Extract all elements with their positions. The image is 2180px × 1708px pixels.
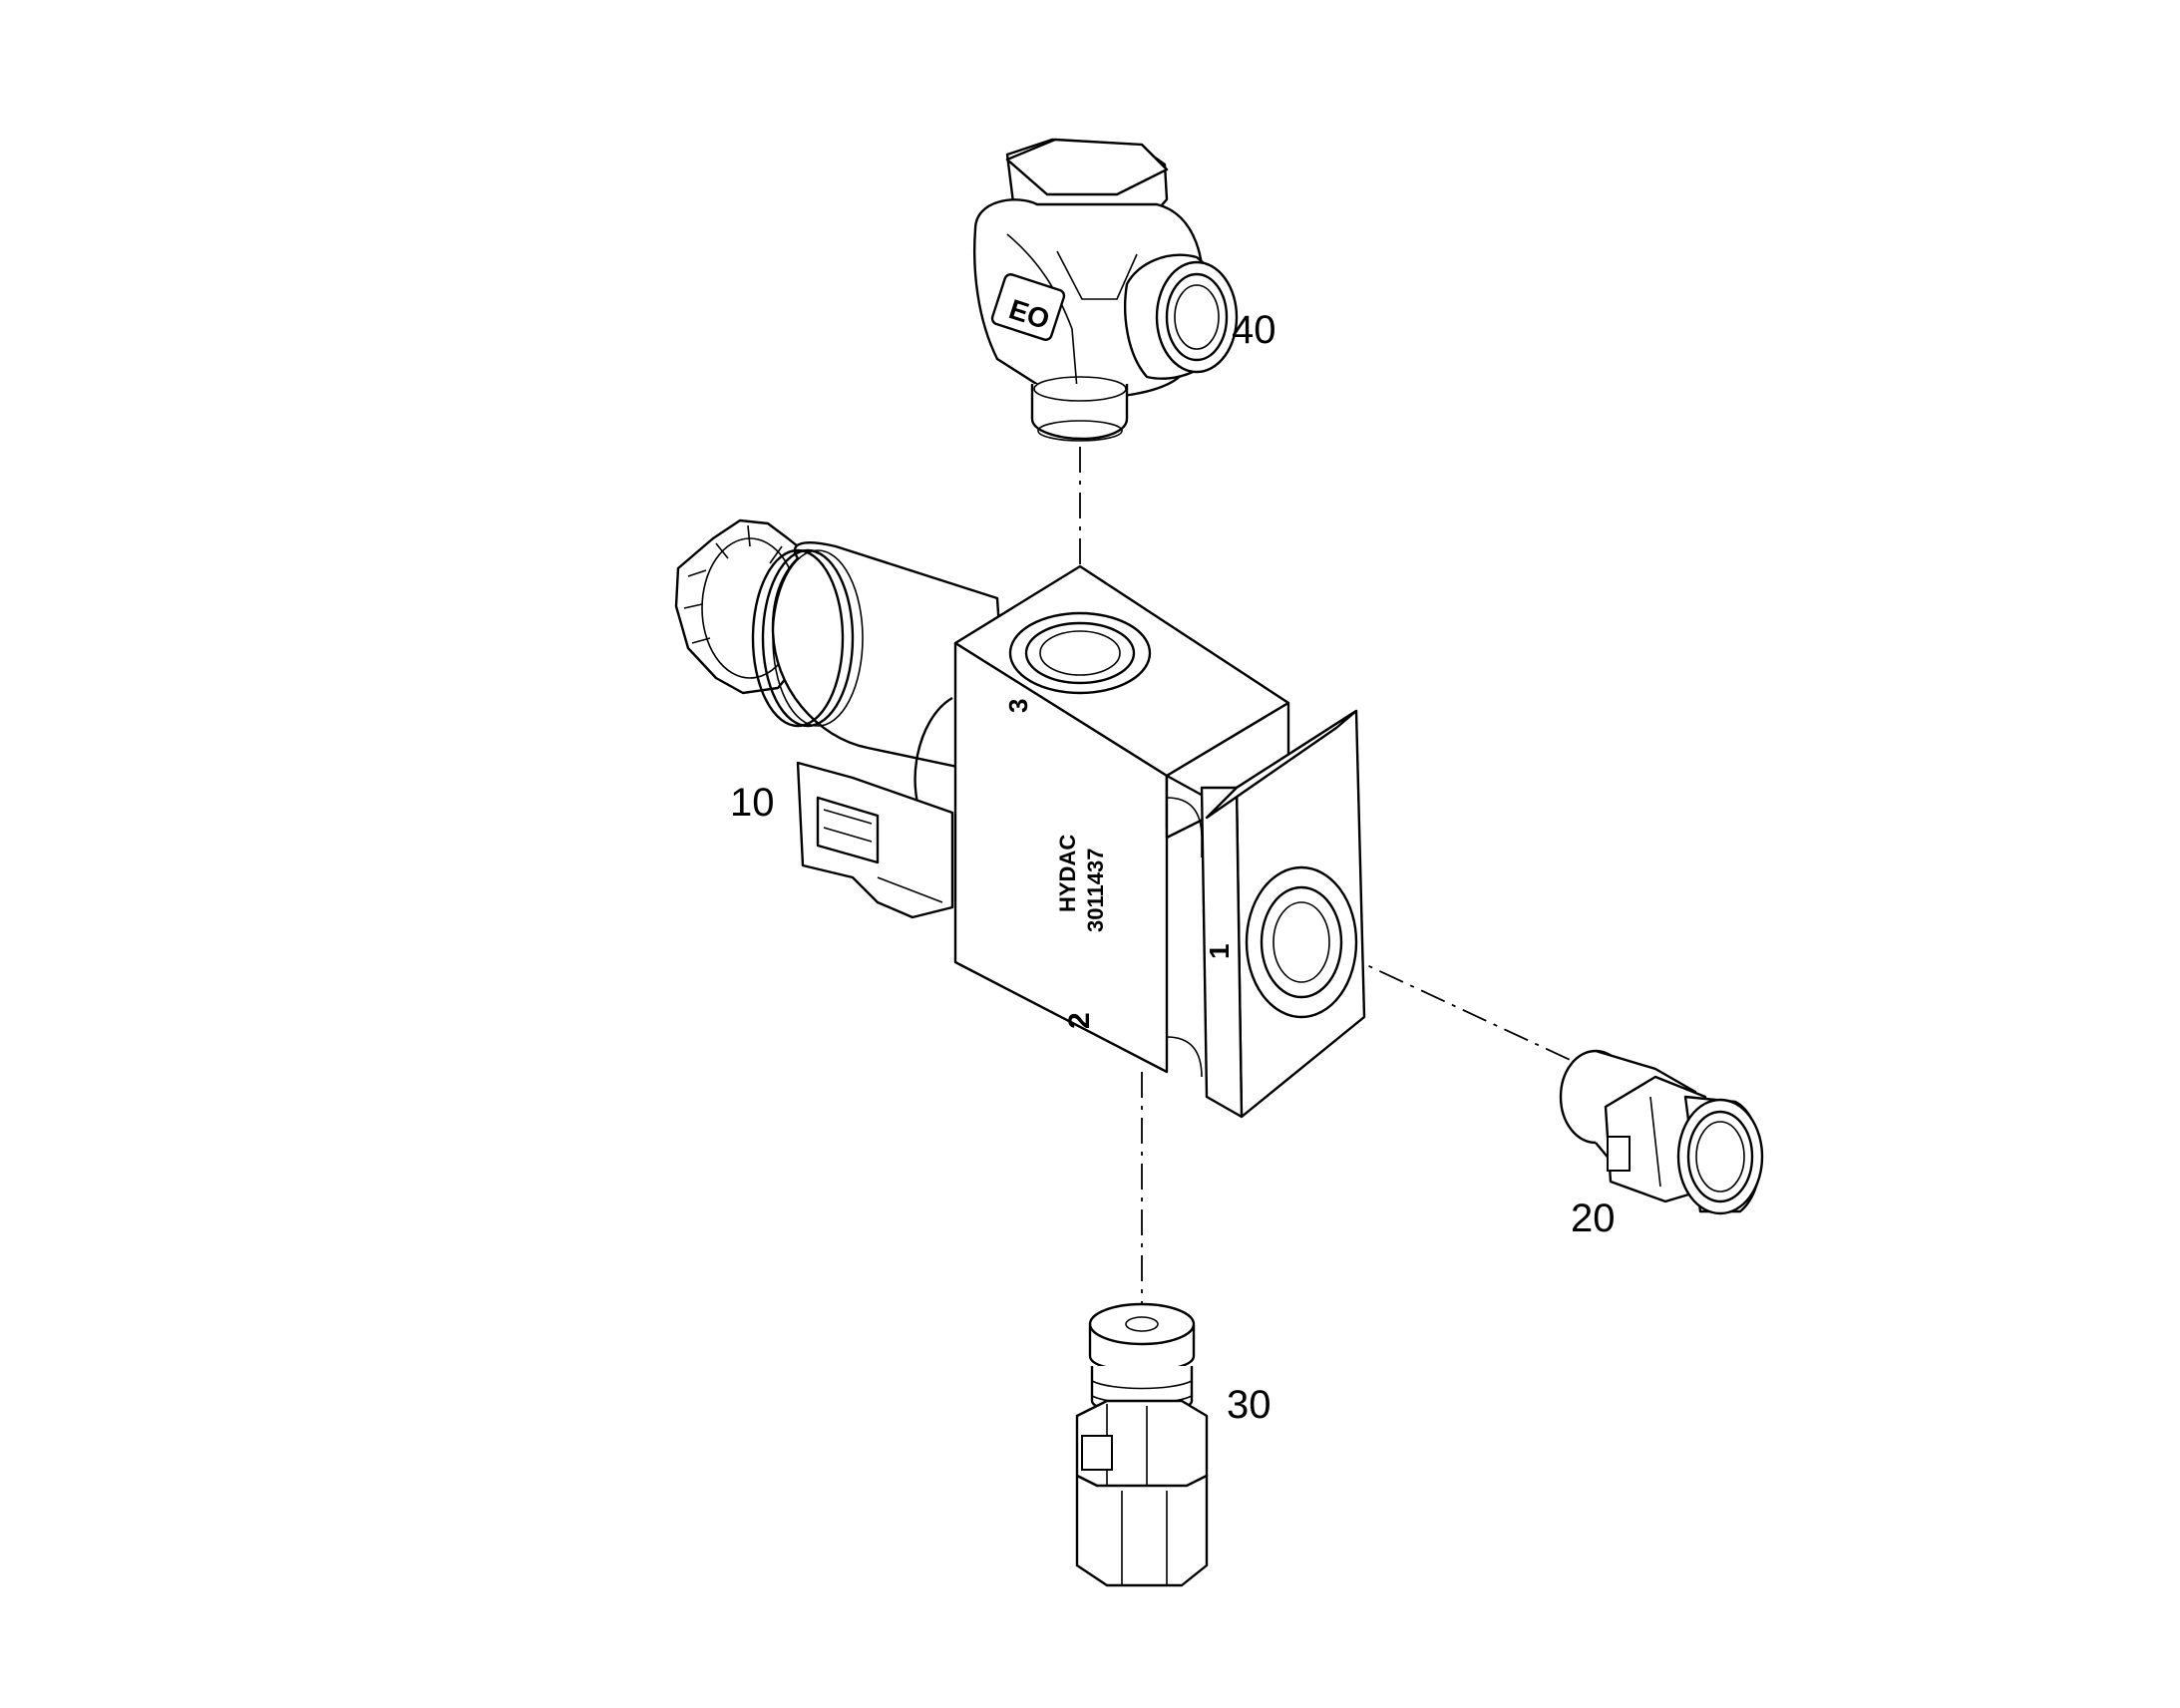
port-label-1: 1 bbox=[1204, 943, 1235, 959]
nameplate-number: 3011437 bbox=[1083, 849, 1108, 932]
electrical-connector bbox=[796, 761, 954, 919]
tee-fitting-logo: EO bbox=[990, 273, 1066, 341]
male-connector-logo-plate bbox=[1081, 1435, 1113, 1471]
valve-block-markings: 3 2 1 HYDAC 3011437 bbox=[1003, 699, 1235, 1029]
callout-40: 40 bbox=[1232, 308, 1276, 352]
tee-fitting-part: EO 40 bbox=[972, 138, 1276, 442]
callout-30: 30 bbox=[1227, 1383, 1272, 1427]
solenoid-coil bbox=[751, 541, 1011, 829]
callout-10: 10 bbox=[730, 781, 775, 825]
valve-block-part: 3 2 1 HYDAC 3011437 10 bbox=[674, 518, 1366, 1119]
straight-fitting-part: 20 bbox=[1559, 1049, 1764, 1240]
male-connector-part: 30 bbox=[1075, 1302, 1272, 1587]
valve-block-body bbox=[953, 564, 1366, 1119]
nameplate-brand: HYDAC bbox=[1055, 835, 1080, 912]
callout-20: 20 bbox=[1571, 1196, 1616, 1240]
port-label-3: 3 bbox=[1003, 699, 1033, 713]
port-label-2: 2 bbox=[1063, 1012, 1096, 1029]
straight-fitting-logo-plate bbox=[1607, 1136, 1631, 1172]
